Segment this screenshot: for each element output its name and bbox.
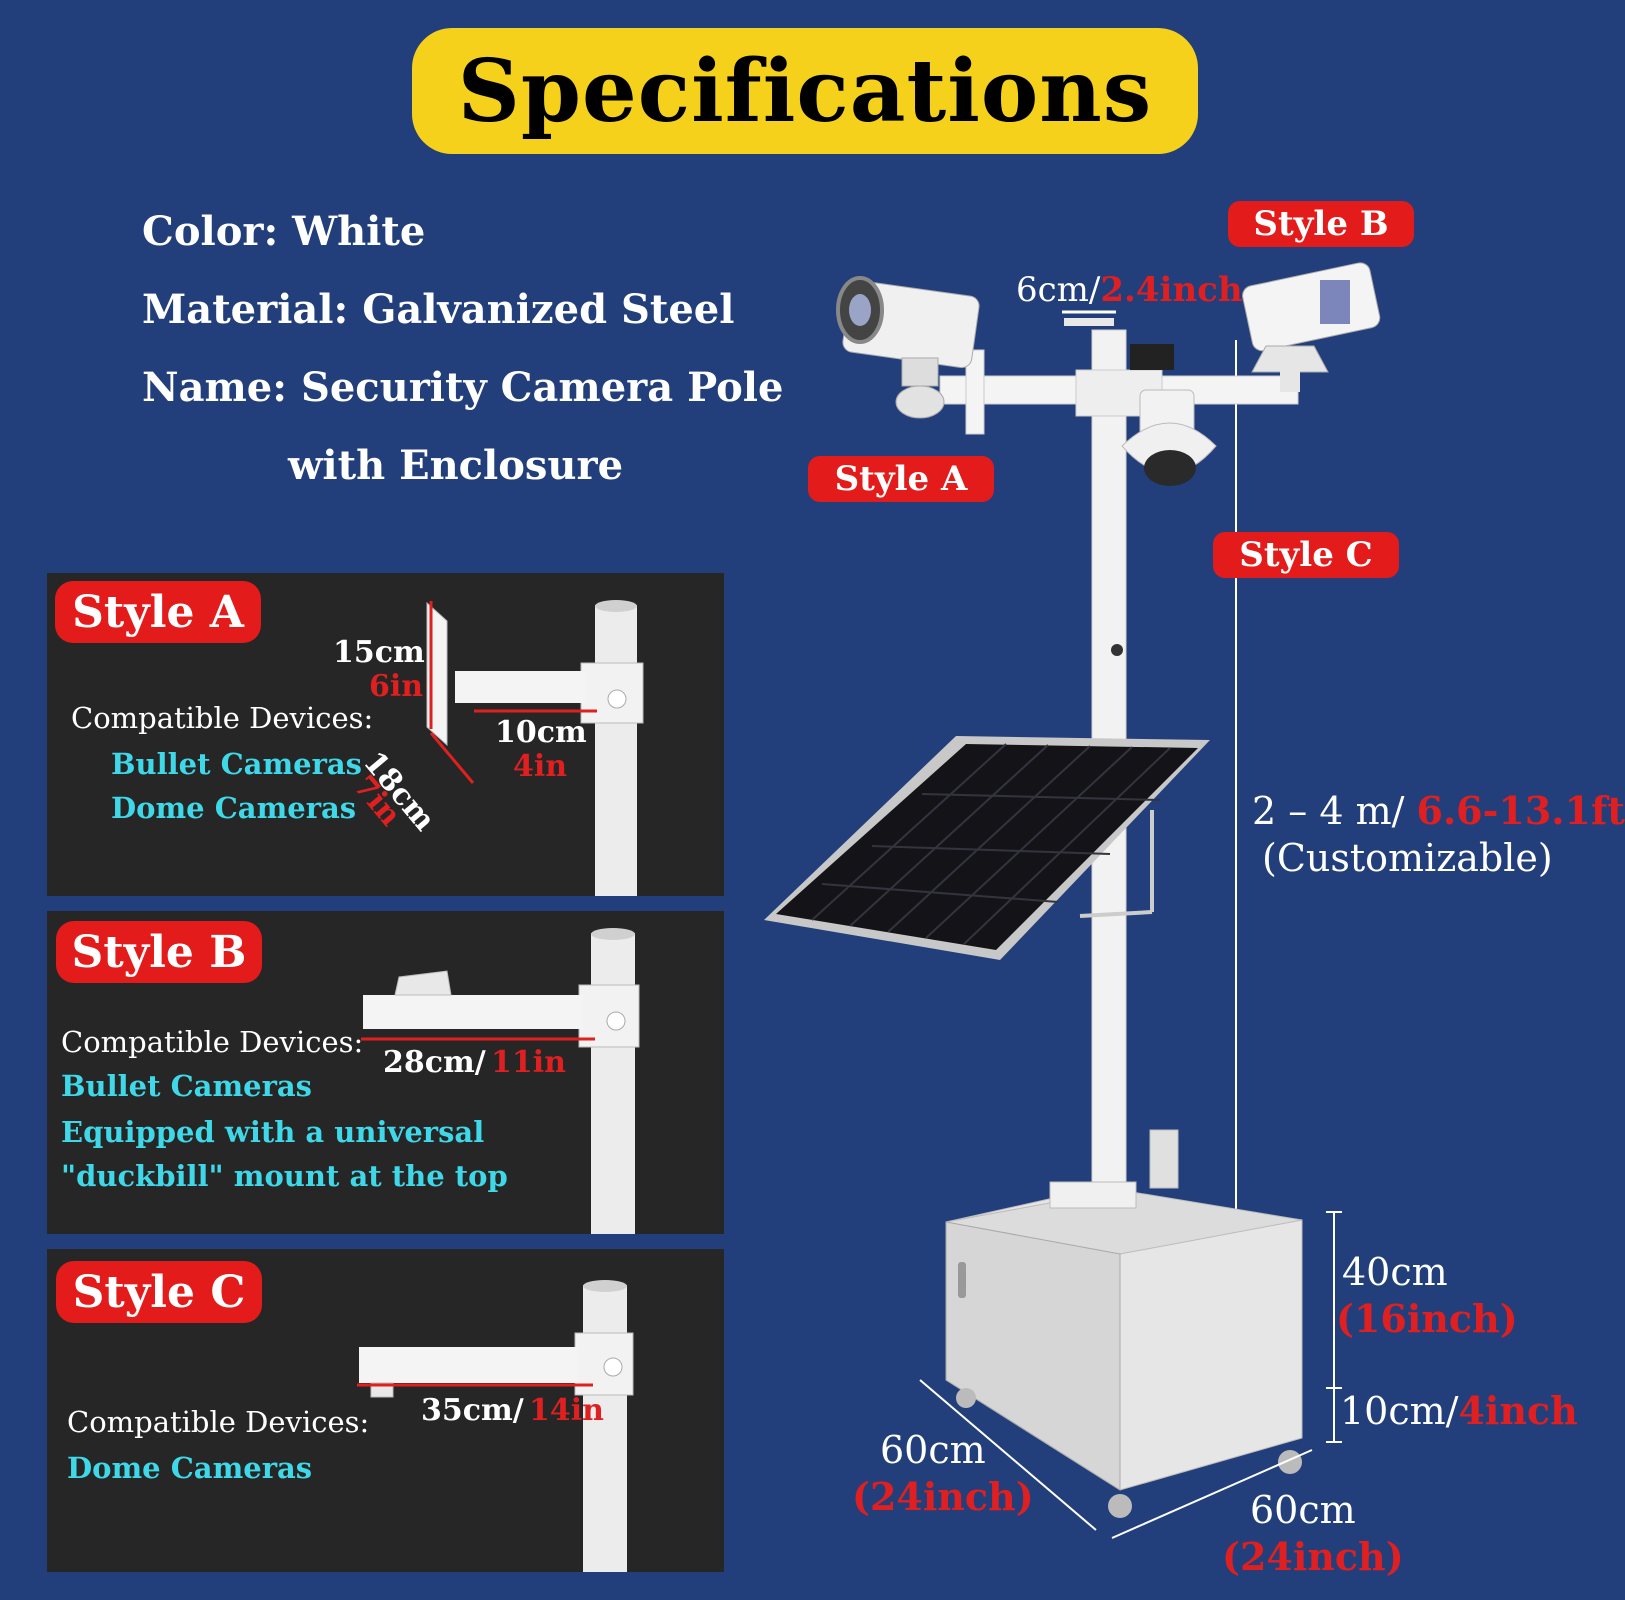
pole-diameter-cm: 6cm/: [1016, 270, 1101, 310]
wheel-height: 10cm/4inch: [1340, 1388, 1578, 1433]
style-b-label: Style B: [1228, 201, 1414, 247]
box-height-in: (16inch): [1336, 1296, 1518, 1341]
style-c-tag: Style C: [56, 1261, 262, 1323]
style-c-bracket-illustration: [357, 1280, 634, 1572]
style-a-device: Bullet Cameras: [111, 747, 362, 781]
style-a-arm-in: 4in: [513, 749, 568, 784]
box-depth-cm: 60cm: [1250, 1488, 1356, 1532]
style-b-tag: Style B: [56, 921, 262, 983]
wheel-height-cm: 10cm/: [1340, 1389, 1459, 1433]
style-a-arm-cm: 10cm: [495, 715, 587, 750]
box-height-cm: 40cm: [1342, 1250, 1448, 1294]
style-c-panel: Style C Compatible Devices: Dome Cameras…: [47, 1249, 724, 1572]
pole-diameter-in: 2.4inch: [1100, 270, 1243, 310]
style-b-bullet-camera: [1242, 262, 1381, 392]
style-a-tag: Style A: [55, 581, 261, 643]
style-a-height-cm: 15cm: [333, 635, 425, 670]
pole-height: 2 – 4 m/ 6.6-13.1ft: [1252, 788, 1625, 833]
title-banner: Specifications: [412, 28, 1198, 154]
pole-diameter: 6cm/2.4inch: [1016, 270, 1243, 310]
style-a-height-in: 6in: [369, 669, 424, 704]
style-a-device: Dome Cameras: [111, 791, 357, 825]
pole-height-ft: 6.6-13.1ft: [1416, 788, 1625, 833]
pole-height-m: 2 – 4 m/: [1252, 789, 1417, 833]
style-a-bracket-illustration: [426, 600, 644, 896]
style-b-panel: Style B Compatible Devices: Bullet Camer…: [47, 911, 724, 1234]
style-b-bracket-illustration: [361, 928, 640, 1234]
box-width-cm: 60cm: [880, 1428, 986, 1472]
style-a-label: Style A: [808, 456, 994, 502]
style-b-devices-label: Compatible Devices:: [61, 1025, 364, 1059]
style-c-device: Dome Cameras: [67, 1451, 313, 1485]
style-b-device-note: Equipped with a universal: [61, 1115, 485, 1149]
camera-pole-illustration: [764, 262, 1381, 1539]
style-c-label: Style C: [1213, 532, 1399, 578]
spec-color: Color: White: [142, 208, 426, 255]
style-c-arm-cm: 35cm/: [421, 1393, 524, 1428]
style-c-arm-in: 14in: [529, 1393, 604, 1428]
style-b-arm-cm: 28cm/: [383, 1045, 486, 1080]
style-c-dome-camera: [1121, 344, 1217, 486]
style-b-device-note: "duckbill" mount at the top: [61, 1159, 508, 1193]
solar-panel: [764, 736, 1210, 960]
style-b-arm-in: 11in: [491, 1045, 566, 1080]
wheel-height-in: 4inch: [1458, 1388, 1578, 1433]
style-a-bullet-camera: [836, 276, 980, 419]
spec-material: Material: Galvanized Steel: [142, 286, 735, 333]
enclosure-box: [945, 1129, 1303, 1518]
spec-name: Name: Security Camera Pole: [142, 364, 784, 411]
style-a-devices-label: Compatible Devices:: [71, 701, 374, 735]
box-depth-in: (24inch): [1222, 1534, 1404, 1579]
pole-height-note: (Customizable): [1262, 836, 1553, 880]
spec-name-cont: with Enclosure: [288, 442, 624, 489]
style-a-panel: Style A 15cm 6in Compatible Devices: Bul…: [47, 573, 724, 896]
page-title: Specifications: [457, 40, 1153, 142]
style-b-device: Bullet Cameras: [61, 1069, 312, 1103]
style-c-devices-label: Compatible Devices:: [67, 1405, 370, 1439]
box-width-in: (24inch): [852, 1474, 1034, 1519]
